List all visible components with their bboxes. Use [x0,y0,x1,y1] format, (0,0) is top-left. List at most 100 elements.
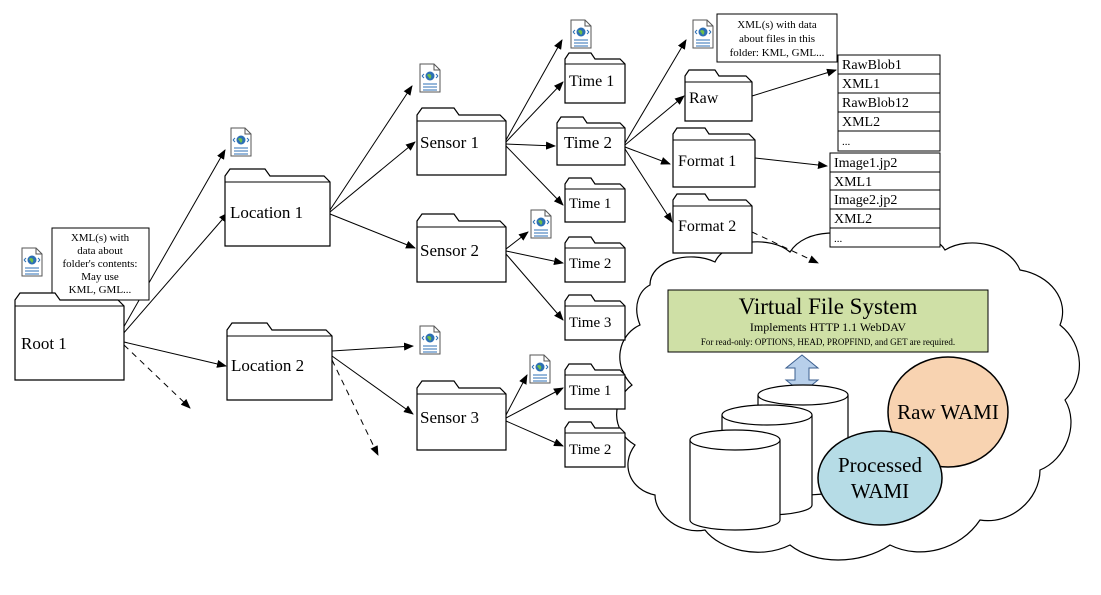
file-list-item: ... [834,233,843,245]
folder-s3-time2: Time 2 [564,421,626,468]
arrow-root-location1 [121,212,229,336]
folder-label: Time 2 [569,256,611,272]
root-note-line: data about [77,245,123,257]
processed-wami-label: WAMI [851,479,909,503]
folder-s3-time1: Time 1 [564,363,626,410]
folder-label: Raw [689,90,719,107]
arrow-s1-time1b [505,145,564,206]
vfs-box: Virtual File System Implements HTTP 1.1 … [667,289,989,353]
folder-location2: Location 2 [226,322,333,401]
folder-s2-time3: Time 3 [564,294,626,341]
arrow-loc2-dashed [331,359,379,456]
folder-label: Location 1 [230,203,303,222]
arrow-root-location2 [123,341,227,368]
xml-document-icon [570,19,592,49]
folder-label: Location 2 [231,356,304,375]
file-list-item: XML2 [834,212,872,227]
file-list-item: RawBlob12 [842,96,909,111]
file-list-item: Image1.jp2 [834,156,897,171]
folder-sensor1: Sensor 1 [416,107,507,176]
arrow-t2-format2 [624,148,673,223]
arrow-root-dashed [123,344,191,409]
arrow-s2-doc [505,231,529,250]
arrow-t2-format1 [624,146,671,165]
file-list-item: Image2.jp2 [834,193,897,208]
folder-label: Time 3 [569,315,611,331]
raw-wami-label: Raw WAMI [897,400,999,424]
folder-format2: Format 2 [672,193,753,254]
folder-s1-time2: Time 2 [556,116,626,166]
xml-document-icon [692,19,714,49]
arrow-loc1-sensor2 [329,213,416,249]
vfs-title: Virtual File System [739,294,918,319]
file-list-item: RawBlob1 [842,58,902,73]
database-cylinder-icon [689,429,781,531]
arrow-loc2-sensor3 [331,355,414,415]
raw-file-list: RawBlob1 XML1 RawBlob12 XML2 ... [837,54,941,152]
folder-s2-time1: Time 1 [564,177,626,223]
arrow-t2-doc [624,39,687,144]
vfs-note: For read-only: OPTIONS, HEAD, PROPFIND, … [701,337,955,347]
arrow-loc2-doc [331,342,414,352]
arrow-s1-time2 [505,141,556,150]
arrow-format1-list [754,157,828,169]
arrow-s3-time1 [505,387,564,419]
folder-s1-time1: Time 1 [564,52,626,104]
arrow-t2-raw [624,95,685,146]
folder-format1: Format 1 [672,127,756,188]
arrow-raw-list [751,68,837,97]
arrow-s2-time2 [505,250,564,266]
file-list-item: XML1 [834,175,872,190]
folder-label: Format 1 [678,153,736,170]
root-note-line: folder's contents: [63,258,138,270]
xml-document-icon [530,209,552,239]
raw-wami: Raw WAMI [887,356,1009,468]
xml-document-icon [529,354,551,384]
xml-document-icon [419,63,441,93]
folder-location1: Location 1 [224,168,331,247]
arrows [121,39,837,456]
root-note-line: XML(s) with [71,232,130,244]
processed-wami-label: Processed [838,453,922,477]
time2-note-line: folder: KML, GML... [730,47,825,59]
folder-label: Time 1 [569,196,611,212]
arrow-loc1-doc [329,85,413,211]
format1-file-list: Image1.jp2 XML1 Image2.jp2 XML2 ... [829,152,941,248]
time2-note-line: about files in this [739,33,815,45]
folder-label: Root 1 [21,334,67,353]
folder-label: Format 2 [678,218,736,235]
folder-sensor2: Sensor 2 [416,213,507,283]
folder-label: Time 1 [569,383,611,399]
file-list-item: ... [842,136,851,148]
time2-note-line: XML(s) with data [737,19,817,31]
folder-s2-time2: Time 2 [564,236,626,283]
xml-document-icon [419,325,441,355]
folder-sensor3: Sensor 3 [416,380,507,451]
processed-wami: Processed WAMI [817,430,943,526]
folder-label: Sensor 1 [420,133,479,152]
root-note-line: KML, GML... [69,284,132,296]
folder-raw: Raw [684,69,753,122]
arrow-format2-dashed [751,231,819,264]
root-note-line: May use [81,271,119,283]
file-list-item: XML1 [842,77,880,92]
file-list-item: XML2 [842,115,880,130]
arrow-s3-time2 [505,420,564,447]
time2-note-box: XML(s) with data about files in this fol… [716,13,838,63]
root-note-box: XML(s) with data about folder's contents… [51,227,150,301]
folder-label: Sensor 2 [420,241,479,260]
folder-label: Time 1 [569,73,614,90]
folder-label: Sensor 3 [420,408,479,427]
xml-document-icon [230,127,252,157]
arrow-s2-time3 [505,253,564,321]
arrow-s1-doc [505,39,563,141]
folder-label: Time 2 [569,442,611,458]
arrow-loc1-sensor1 [329,141,416,213]
vfs-subtitle: Implements HTTP 1.1 WebDAV [750,320,906,334]
folder-root1: Root 1 [14,292,125,381]
folder-label: Time 2 [564,133,612,152]
arrow-s3-doc [505,374,528,416]
arrow-s1-time1 [505,81,564,143]
xml-document-icon [21,247,43,277]
